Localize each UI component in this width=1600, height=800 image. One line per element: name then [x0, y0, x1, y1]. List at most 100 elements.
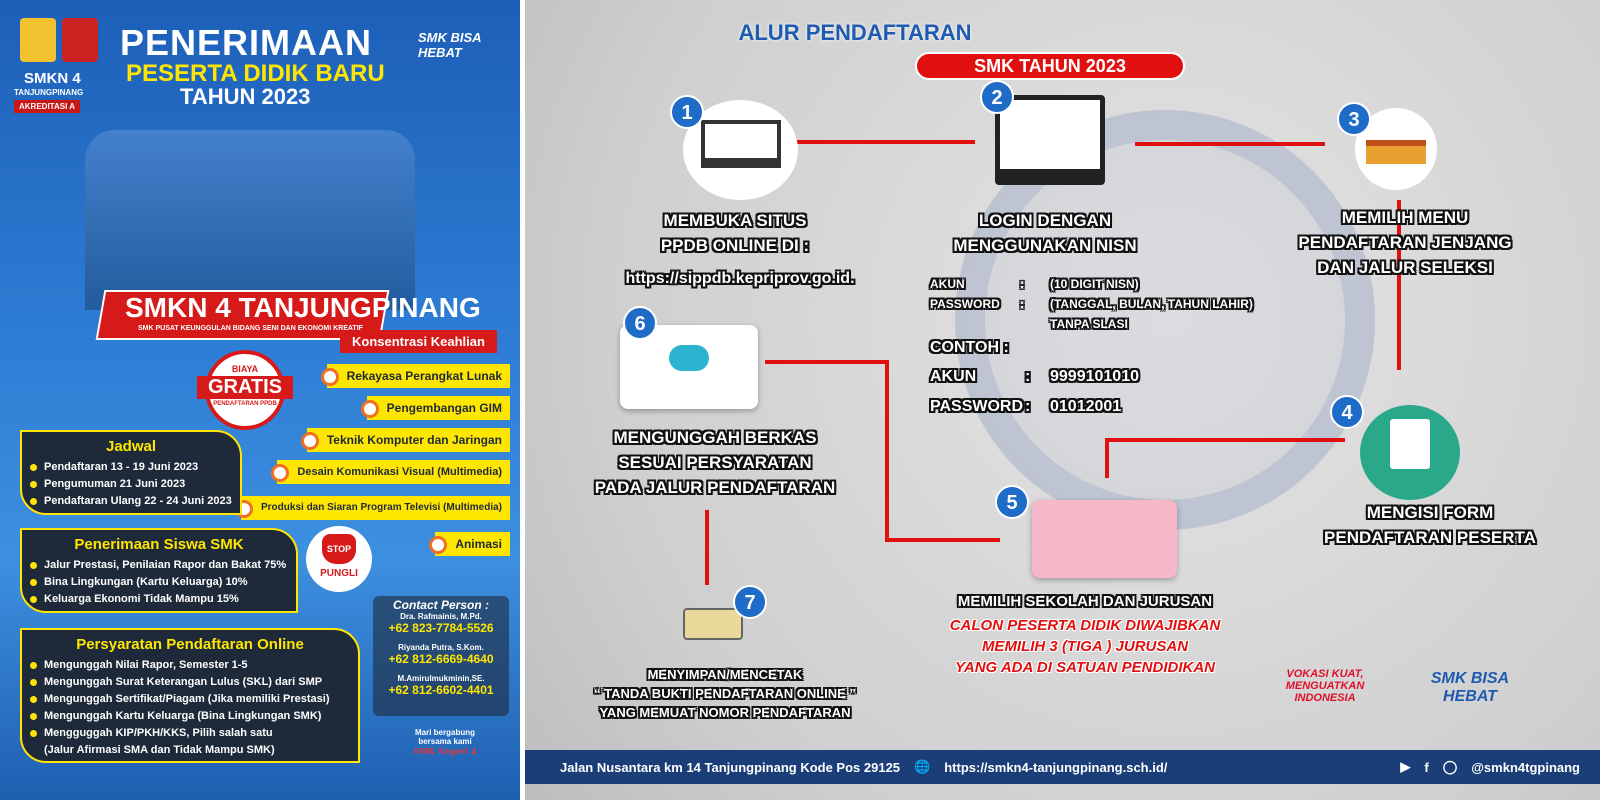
syarat-title: Persyaratan Pendaftaran Online	[76, 636, 304, 653]
akun-label: AKUN	[930, 277, 965, 291]
password-note: TANPA SLASI	[1050, 317, 1128, 331]
step-line: “ TANDA BUKTI PENDAFTARAN ONLINE ”	[594, 686, 856, 701]
province-logo	[20, 18, 56, 62]
choose-school-illustration	[1032, 500, 1177, 578]
instagram-icon[interactable]: ◯	[1442, 759, 1458, 774]
school-name: SMKN 4	[24, 70, 81, 87]
signature: SMK Negeri 4	[413, 746, 477, 756]
printer-icon	[668, 590, 758, 650]
syarat-item: Mengunggah Sertifikat/Piagam (Jika memil…	[22, 691, 358, 708]
step-number: 2	[980, 80, 1014, 114]
students-photo	[85, 130, 415, 310]
step-5-label: MEMILIH SEKOLAH DAN JURUSAN	[957, 593, 1213, 610]
title-line3: TAHUN 2023	[180, 84, 311, 109]
step-number: 5	[995, 485, 1029, 519]
contact-name: M.Amirulmukminin,SE.	[397, 674, 485, 683]
website-link[interactable]: https://smkn4-tanjungpinang.sch.id/	[944, 759, 1168, 775]
youtube-icon[interactable]: ▶	[1400, 759, 1411, 774]
konsentrasi-item: Produksi dan Siaran Program Televisi (Mu…	[235, 496, 510, 520]
syarat-item: Mengunggah Nilai Rapor, Semester 1-5	[22, 657, 358, 674]
syarat-item-note: (Jalur Afirmasi SMA dan Tidak Mampu SMK)	[44, 744, 275, 756]
jadwal-item: Pendaftaran 13 - 19 Juni 2023	[22, 459, 240, 476]
penerimaan-item: Jalur Prestasi, Penilaian Rapor dan Baka…	[22, 557, 296, 574]
syarat-item: Mengunggah Surat Keterangan Lulus (SKL) …	[22, 674, 358, 691]
step-number: 3	[1337, 102, 1371, 136]
monitor-login-illustration	[995, 95, 1105, 185]
step-5-note: CALON PESERTA DIDIK DIWAJIBKAN MEMILIH 3…	[895, 615, 1275, 678]
school-city: TANJUNGPINANG	[14, 88, 84, 97]
social-handle[interactable]: @smkn4tgpinang	[1471, 759, 1580, 775]
note-line: MEMILIH 3 (TIGA ) JURUSAN	[981, 638, 1189, 655]
contact-phone[interactable]: +62 823-7784-5526	[388, 621, 494, 635]
contact-phone[interactable]: +62 812-6669-4640	[388, 652, 494, 666]
stop-text: STOP	[322, 534, 356, 564]
note-line: YANG ADA DI SATUAN PENDIDIKAN	[954, 659, 1215, 676]
join-text: Mari bergabung bersama kami SMK Negeri 4	[395, 728, 495, 756]
penerimaan-title: Penerimaan Siswa SMK	[74, 536, 244, 553]
example-password-label: PASSWORD	[930, 398, 1024, 415]
smk-bisa-hebat-logo: SMK BISA HEBAT	[418, 30, 482, 60]
syarat-item: Mengunggah Kartu Keluarga (Bina Lingkung…	[22, 708, 358, 725]
note-line: CALON PESERTA DIDIK DIWAJIBKAN	[949, 617, 1221, 634]
password-format: (TANGGAL, BULAN, TAHUN LAHIR)	[1050, 297, 1253, 311]
arrow-4-5-down	[1105, 438, 1109, 478]
contoh-label: CONTOH :	[930, 339, 1009, 356]
konsentrasi-item: Rekayasa Perangkat Lunak	[320, 364, 510, 388]
example-akun: 9999101010	[1050, 368, 1139, 385]
konsentrasi-title: Konsentrasi Keahlian	[340, 330, 497, 353]
akun-format: (10 DIGIT NISN)	[1050, 277, 1139, 291]
title-line1: PENERIMAAN	[120, 22, 373, 63]
step-line: DAN JALUR SELEKSI	[1317, 258, 1493, 277]
colon: :	[1020, 297, 1024, 311]
join-line1: Mari bergabung	[414, 728, 475, 737]
jadwal-item: Pengumuman 21 Juni 2023	[22, 476, 240, 493]
step-line: YANG MEMUAT NOMOR PENDAFTARAN	[599, 705, 851, 720]
contact-phone[interactable]: +62 812-6602-4401	[388, 683, 494, 697]
syarat-panel: Persyaratan Pendaftaran Online Mengungga…	[20, 628, 360, 763]
step-line: PENDAFTARAN JENJANG	[1298, 233, 1512, 252]
step-7-label: MENYIMPAN/MENCETAK “ TANDA BUKTI PENDAFTA…	[545, 665, 905, 722]
flow-subtitle: SMK TAHUN 2023	[915, 52, 1185, 80]
colon: :	[1025, 398, 1031, 415]
arrow-2-3	[1135, 142, 1325, 146]
jadwal-title: Jadwal	[105, 438, 157, 455]
arrow-5-6-left	[765, 360, 887, 364]
jadwal-item: Pendaftaran Ulang 22 - 24 Juni 2023	[22, 493, 240, 510]
example-password: 01012001	[1050, 398, 1122, 415]
konsentrasi-item: Pengembangan GIM	[360, 396, 510, 420]
free-fee-badge: BIAYA GRATIS PENDAFTARAN PPDB	[197, 350, 293, 430]
arrow-6-7	[705, 510, 709, 585]
badge-top: BIAYA	[231, 364, 259, 374]
vokasi-logo: VOKASI KUAT, MENGUATKAN INDONESIA	[1285, 668, 1365, 704]
step-line: LOGIN DENGAN	[978, 211, 1112, 230]
stop-pungli-icon: STOP PUNGLI	[306, 526, 372, 592]
arrow-4-5	[1105, 438, 1345, 442]
step-number: 1	[670, 95, 704, 129]
footer-bar: Jalan Nusantara km 14 Tanjungpinang Kode…	[525, 750, 1600, 784]
facebook-icon[interactable]: f	[1424, 759, 1429, 775]
registration-flow: ALUR PENDAFTARAN SMK TAHUN 2023 1 MEMBUK…	[525, 0, 1600, 800]
login-credentials: AKUN: (10 DIGIT NISN) PASSWORD: (TANGGAL, …	[930, 274, 1260, 422]
ppdb-url[interactable]: https://sippdb.kepriprov.go.id.	[625, 270, 855, 287]
badge-bottom: PENDAFTARAN PPDB	[213, 401, 277, 407]
penerimaan-item: Keluarga Ekonomi Tidak Mampu 15%	[22, 591, 296, 608]
flow-title: ALUR PENDAFTARAN	[738, 20, 972, 45]
step-line: MENYIMPAN/MENCETAK	[647, 667, 803, 682]
konsentrasi-item: Desain Komunikasi Visual (Multimedia)	[271, 460, 510, 484]
colon: :	[1020, 277, 1024, 291]
contact-panel: Contact Person : Dra. Rafmainis, M.Pd. +…	[373, 596, 509, 716]
pungli-text: PUNGLI	[320, 568, 358, 579]
contact-title: Contact Person :	[392, 598, 489, 612]
banner-subtitle: SMK PUSAT KEUNGGULAN BIDANG SENI DAN EKO…	[138, 325, 363, 332]
step-number: 7	[733, 585, 767, 619]
banner-title: SMKN 4 TANJUNGPINANG	[125, 292, 481, 323]
step-number: 6	[623, 306, 657, 340]
join-line2: bersama kami	[418, 737, 472, 746]
contact-name: Dra. Rafmainis, M.Pd.	[400, 612, 482, 621]
